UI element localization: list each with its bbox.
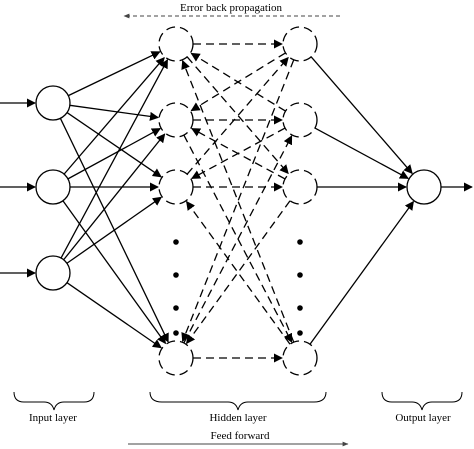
hidden1-neuron-4	[158, 340, 194, 376]
hidden2-neuron-1	[282, 26, 318, 62]
output-layer-neurons	[406, 169, 442, 205]
hidden-layer-brace	[149, 391, 327, 411]
connection-h2-2-out	[314, 127, 409, 180]
connection-in2-h1-1	[63, 56, 165, 175]
connection-h2-4-out	[309, 200, 414, 345]
connection-h2-3-h1-4	[186, 200, 291, 345]
connection-h2-1-h1-4	[181, 59, 295, 343]
connection-in2-h1-2	[67, 128, 161, 180]
ellipsis-dot-h1-2	[173, 272, 179, 278]
hidden2-neuron-2	[282, 102, 318, 138]
output-layer-brace	[381, 391, 463, 411]
hidden-layer-2-neurons	[282, 26, 318, 376]
input-neuron-3	[35, 255, 71, 291]
connection-in3-h1-3	[66, 196, 162, 264]
connection-in3-h1-1	[60, 59, 169, 259]
input-layer-label: Input layer	[29, 412, 77, 424]
ellipsis-dot-h1-1	[173, 239, 179, 245]
connection-in3-h1-2	[63, 133, 166, 261]
connection-h2-4-h1-3	[186, 200, 291, 345]
ellipsis-dot-h2-1	[297, 239, 303, 245]
hidden-to-hidden-connections	[181, 39, 295, 363]
input-arrows	[0, 98, 36, 278]
hidden-ellipsis-dots	[173, 239, 303, 336]
connection-in1-h1-2	[69, 104, 160, 121]
output-layer-label: Output layer	[395, 412, 451, 424]
ellipsis-dot-h1-4	[173, 330, 179, 336]
hidden1-neuron-3	[158, 169, 194, 205]
error-back-propagation-label: Error back propagation	[180, 2, 283, 14]
connection-in2-h1-4	[62, 200, 167, 345]
input-layer-neurons	[35, 85, 71, 291]
feed-forward-label: Feed forward	[211, 430, 270, 442]
ellipsis-dot-h2-2	[297, 272, 303, 278]
ellipsis-dot-h1-3	[173, 305, 179, 311]
connection-h2-2-h1-3	[191, 127, 286, 180]
output-neuron-1	[406, 169, 442, 205]
ellipsis-dot-h2-4	[297, 330, 303, 336]
connection-h2-4-h1-1	[181, 59, 295, 343]
hidden1-neuron-1	[158, 26, 194, 62]
input-neuron-1	[35, 85, 71, 121]
input-to-hidden-connections	[59, 51, 169, 349]
connection-h2-1-h1-2	[190, 52, 286, 112]
hidden2-neuron-4	[282, 340, 318, 376]
hidden1-neuron-2	[158, 102, 194, 138]
connection-in1-h1-1	[68, 51, 161, 97]
connection-h2-1-out	[310, 56, 413, 175]
hidden-to-output-connections	[309, 56, 414, 345]
connection-in1-h1-3	[66, 112, 162, 178]
ellipsis-dot-h2-3	[297, 305, 303, 311]
hidden2-neuron-3	[282, 169, 318, 205]
input-layer-brace	[13, 391, 95, 411]
hidden-layer-1-neurons	[158, 26, 194, 376]
connection-in3-h1-4	[66, 282, 162, 349]
input-neuron-2	[35, 169, 71, 205]
hidden-layer-label: Hidden layer	[209, 412, 266, 424]
